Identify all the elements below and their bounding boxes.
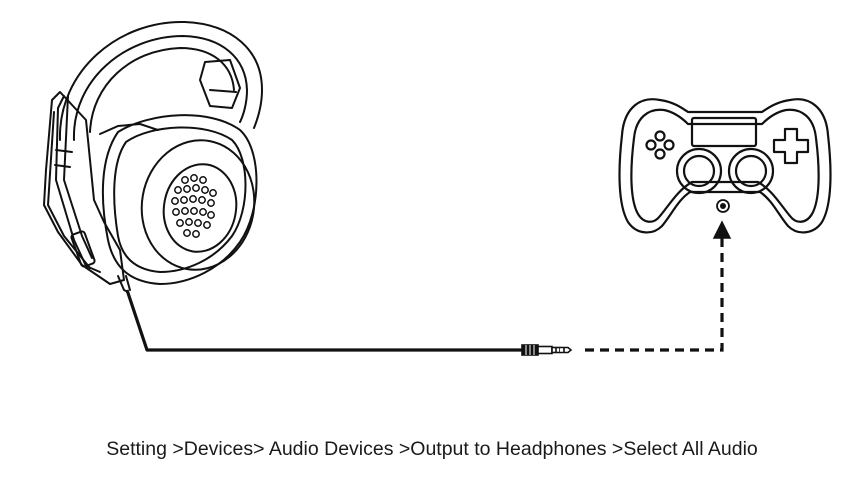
instruction-caption: Setting >Devices> Audio Devices >Output … [106, 438, 758, 460]
right-thumbstick [727, 147, 775, 195]
dashed-arrow-up-icon [585, 220, 732, 352]
headband-outer [58, 20, 263, 141]
headset-cable [123, 289, 524, 352]
face-buttons [645, 130, 675, 160]
ear-pad [140, 139, 256, 271]
mic-boom [55, 95, 101, 273]
d-pad [772, 127, 810, 165]
audio-jack-plug-icon [521, 344, 573, 356]
left-thumbstick [675, 147, 723, 195]
controller-audio-port [716, 199, 730, 213]
headband-inner [72, 35, 248, 141]
controller-body [618, 98, 832, 234]
slider-right [199, 59, 241, 109]
gaming-headset-icon [43, 20, 263, 291]
touchpad [690, 116, 758, 148]
left-shell [43, 91, 125, 285]
speaker-grill [171, 174, 217, 238]
game-controller-icon [618, 98, 832, 234]
headband-line [89, 47, 235, 133]
